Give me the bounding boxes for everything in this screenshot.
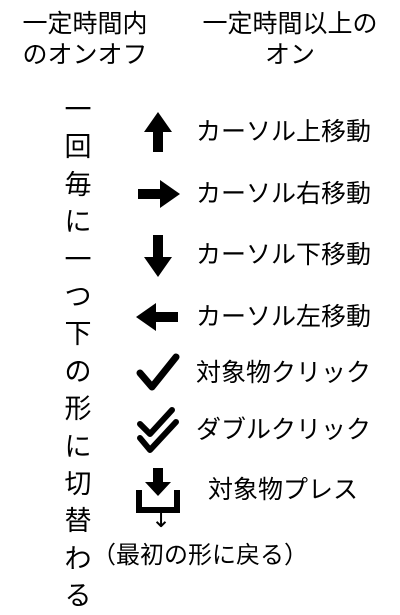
right-arrow-icon [130,166,186,222]
left-arrow-icon [130,289,186,345]
action-row-press: 対象物プレス [130,462,400,518]
vertical-char: 下 [64,319,92,351]
header-left-line2: のオンオフ [22,40,148,69]
header-left: 一定時間内 のオンオフ [0,8,170,70]
action-label: 対象物クリック [196,358,372,387]
vertical-char: 替 [64,506,92,538]
action-row-right: カーソル右移動 [130,166,400,222]
vertical-text: 一 回 毎 に 一 つ 下 の 形 に 切 替 わ る [58,92,98,615]
action-row-left: カーソル左移動 [130,289,400,345]
vertical-char: 一 [64,95,92,126]
vertical-char: の [64,356,92,388]
vertical-char: 毎 [64,169,92,201]
action-label: カーソル左移動 [196,302,372,331]
up-arrow-icon [130,104,186,160]
vertical-char: つ [64,281,92,313]
action-row-up: カーソル上移動 [130,104,400,160]
action-label: カーソル上移動 [196,117,372,146]
action-row-click: 対象物クリック [130,345,400,401]
press-icon [130,462,186,518]
action-label: カーソル下移動 [196,240,372,269]
header-right-line2: オン [264,40,315,69]
footer-note: （最初の形に戻る） [92,541,308,569]
header-right-line1: 一定時間以上の [202,9,378,38]
action-row-double-click: ダブルクリック [130,402,400,458]
vertical-char: る [64,581,92,613]
header-right: 一定時間以上の オン [180,8,400,70]
action-row-down: カーソル下移動 [130,227,400,283]
header-left-line1: 一定時間内 [22,9,148,38]
vertical-char: に [64,207,92,239]
vertical-char: わ [64,543,92,575]
action-label: 対象物プレス [208,475,359,504]
vertical-char: 回 [64,132,92,164]
vertical-char: 切 [64,468,92,500]
action-label: ダブルクリック [196,415,372,444]
double-check-icon [130,402,186,458]
down-arrow-text: ↓ [150,505,172,533]
vertical-char: 一 [64,244,92,276]
check-icon [130,345,186,401]
vertical-char: に [64,431,92,463]
action-label: カーソル右移動 [196,179,372,208]
down-arrow-icon [130,227,186,283]
vertical-char: 形 [64,394,92,426]
